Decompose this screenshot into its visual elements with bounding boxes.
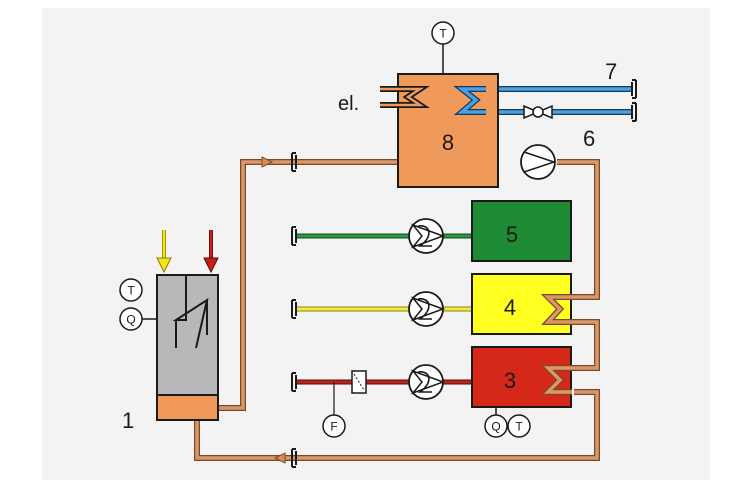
tank-4-label: 4 xyxy=(504,295,516,320)
left-t-label: T xyxy=(127,284,135,298)
valve-icon xyxy=(523,104,553,120)
label-1: 1 xyxy=(122,408,134,433)
bottom-t-label: T xyxy=(515,420,523,434)
electric-label: el. xyxy=(338,93,359,115)
flow-arrow-right-icon xyxy=(261,156,274,168)
storage-vessel-1 xyxy=(156,274,219,421)
left-temperature-sensor: T xyxy=(119,278,143,302)
tank-4-heat-exchanger-icon xyxy=(540,294,572,325)
copper-return-pipe xyxy=(194,389,600,461)
tank-3-heat-exchanger-icon xyxy=(540,365,572,395)
copper-circuit-pipe xyxy=(557,159,600,371)
flow-arrow-left-icon xyxy=(273,452,286,464)
bottom-temperature-sensor: T xyxy=(507,414,531,438)
red-pipe xyxy=(297,379,472,415)
bottom-heat-sensor: Q xyxy=(484,407,508,438)
tank-8-label: 8 xyxy=(442,130,454,155)
label-6: 6 xyxy=(583,126,595,151)
left-q-label: Q xyxy=(126,313,135,327)
circulation-pump-6 xyxy=(520,144,557,180)
yellow-pump-icon xyxy=(408,291,446,327)
label-7: 7 xyxy=(605,59,617,84)
flow-sensor: F xyxy=(322,414,346,438)
electric-heater-icon xyxy=(380,86,430,108)
pipe-end-caps xyxy=(291,79,637,468)
filter-icon xyxy=(351,370,367,394)
green-pump-icon xyxy=(408,218,446,254)
tank-3-label: 3 xyxy=(504,368,516,393)
red-inlet-arrow-icon xyxy=(203,230,219,274)
copper-feed-pipe xyxy=(218,159,398,411)
flow-f-label: F xyxy=(330,420,337,434)
left-heat-sensor: Q xyxy=(119,307,157,331)
blue-heat-exchanger-icon xyxy=(453,86,486,115)
bottom-q-label: Q xyxy=(491,420,500,434)
yellow-inlet-arrow-icon xyxy=(156,230,172,274)
tank-5: 5 xyxy=(471,200,572,262)
red-pump-icon xyxy=(408,364,446,400)
top-temperature-sensor: T xyxy=(431,21,455,74)
top-t-label: T xyxy=(439,27,447,41)
tank-5-label: 5 xyxy=(506,222,518,247)
